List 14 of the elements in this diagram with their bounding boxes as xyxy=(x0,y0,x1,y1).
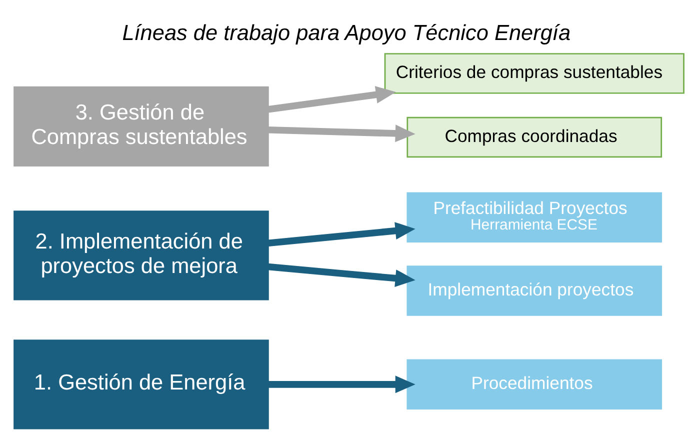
diagram-title: Líneas de trabajo para Apoyo Técnico Energía xyxy=(122,19,571,44)
node-box: Compras coordinadas xyxy=(406,116,662,158)
arrow xyxy=(268,86,396,112)
node-box: Procedimientos xyxy=(406,358,662,410)
node-box: 3. Gestión de Compras sustentables xyxy=(14,86,269,166)
node-box: Prefactibilidad Proyectos Herramienta ECSE xyxy=(406,192,662,242)
node-box: Criterios de compras sustentables xyxy=(384,52,684,94)
arrow xyxy=(268,262,416,286)
arrow xyxy=(268,124,416,142)
arrow xyxy=(268,375,416,393)
node-box: 1. Gestión de Energía xyxy=(14,339,269,429)
node-box: 2. Implementación de proyectos de mejora xyxy=(14,210,269,300)
arrow xyxy=(268,222,416,246)
node-box: Implementación proyectos xyxy=(406,265,662,316)
